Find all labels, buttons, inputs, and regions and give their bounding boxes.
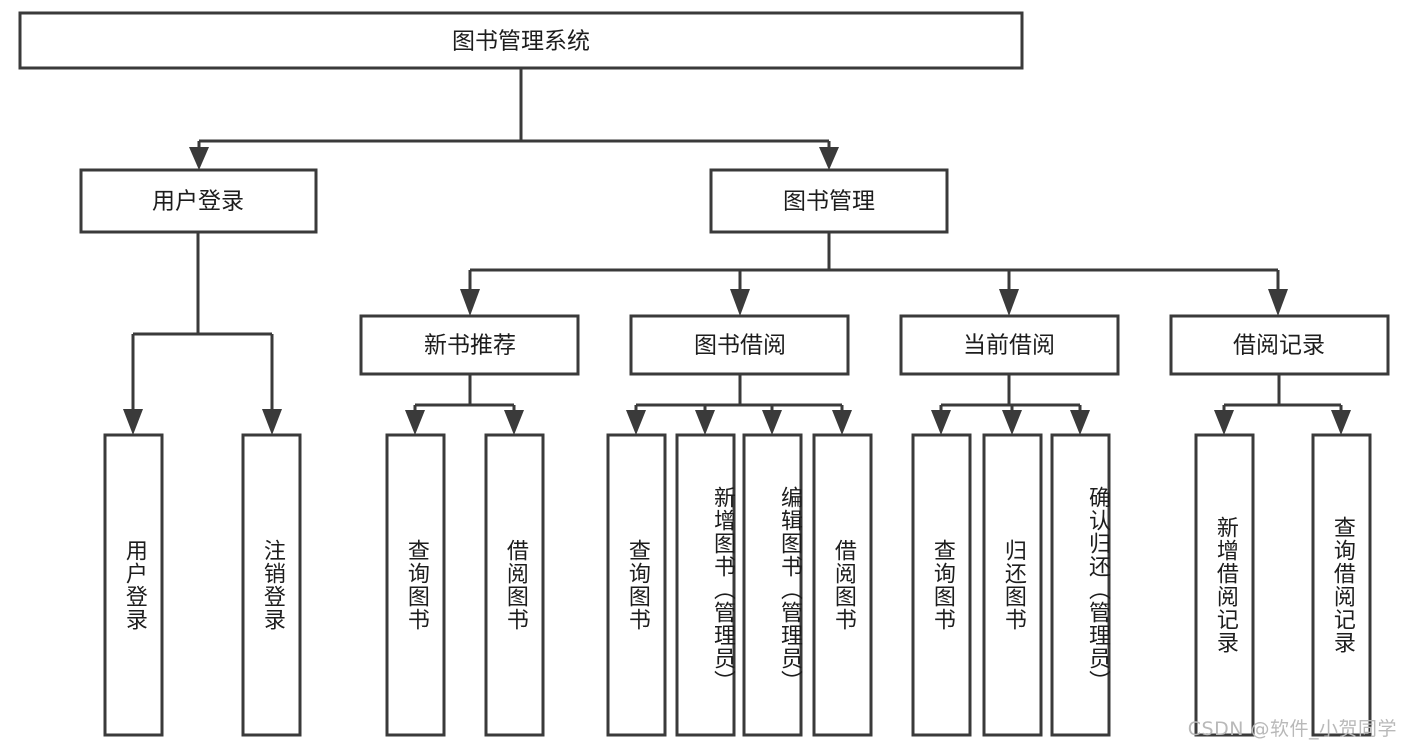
node-new-book-recommend-label: 新书推荐 [424,333,516,359]
node-user-login-label: 用户登录 [152,189,244,215]
node-user-login[interactable]: 用户登录 [79,168,318,234]
node-borrow-records-box[interactable] [1169,314,1390,376]
connector-new-book-recommend-to-leaves [405,374,524,435]
node-book-borrow[interactable]: 图书借阅 [629,314,850,376]
connector-user-login-to-leaves [123,232,282,435]
node-borrow-records-label: 借阅记录 [1233,333,1325,359]
leaf-borrow-book-box[interactable] [812,433,873,737]
node-current-borrow-label: 当前借阅 [963,333,1055,359]
node-book-management[interactable]: 图书管理 [709,168,949,234]
node-new-book-recommend-box[interactable] [359,314,580,376]
node-book-borrow-box[interactable] [629,314,850,376]
node-root-label: 图书管理系统 [452,29,590,55]
leaf-return-book-box[interactable] [982,433,1043,737]
node-book-borrow-label: 图书借阅 [694,333,786,359]
leaf-add-borrow-record-box[interactable] [1194,433,1255,737]
node-book-management-label: 图书管理 [783,189,875,215]
node-new-book-recommend[interactable]: 新书推荐 [359,314,580,376]
node-borrow-records[interactable]: 借阅记录 [1169,314,1390,376]
leaf-query-borrow-record-box[interactable] [1311,433,1372,737]
leaf-logout-login-box[interactable] [241,433,302,737]
connector-book-borrow-to-leaves [626,374,852,435]
leaf-user-login-box[interactable] [103,433,164,737]
node-user-login-box[interactable] [79,168,318,234]
leaf-add-book-admin-box[interactable] [675,433,736,737]
node-current-borrow-box[interactable] [899,314,1120,376]
node-current-borrow[interactable]: 当前借阅 [899,314,1120,376]
csdn-watermark: CSDN @软件_小贺同学 [1187,718,1397,740]
leaf-edit-book-admin-box[interactable] [742,433,803,737]
node-book-management-box[interactable] [709,168,949,234]
connector-current-borrow-to-leaves [931,374,1090,435]
leaf-boxes-group [103,433,1372,737]
connector-root-to-level2 [189,68,839,170]
leaf-confirm-return-admin-box[interactable] [1050,433,1111,737]
connector-book-management-to-level3 [460,232,1288,316]
leaf-query-book-borrow-box[interactable] [606,433,667,737]
node-root[interactable]: 图书管理系统 [18,11,1024,70]
leaf-query-book-recommend-box[interactable] [385,433,446,737]
connector-borrow-records-to-leaves [1214,374,1351,435]
leaf-borrow-book-recommend-box[interactable] [484,433,545,737]
node-root-box[interactable] [18,11,1024,70]
leaf-query-book-current-box[interactable] [911,433,972,737]
